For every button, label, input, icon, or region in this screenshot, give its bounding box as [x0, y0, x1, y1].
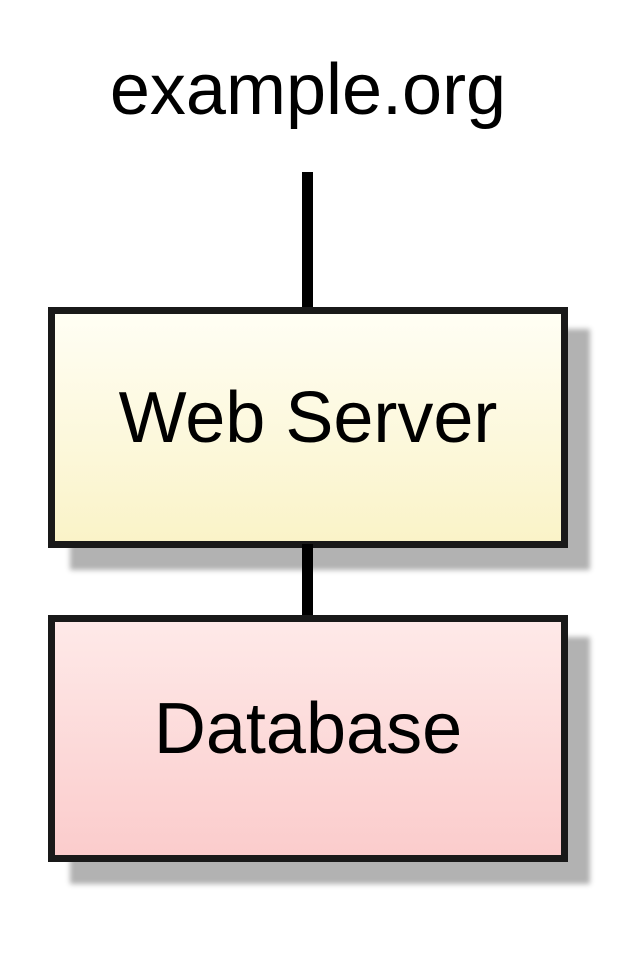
node-web-server-label: Web Server: [118, 377, 498, 458]
node-database: Database: [48, 615, 568, 862]
edge-webserver-database: [302, 544, 313, 620]
diagram-title: example.org: [109, 50, 507, 130]
node-database-label: Database: [153, 688, 463, 769]
node-web-server: Web Server: [48, 307, 568, 548]
edge-exampleorg-webserver: [302, 172, 313, 312]
